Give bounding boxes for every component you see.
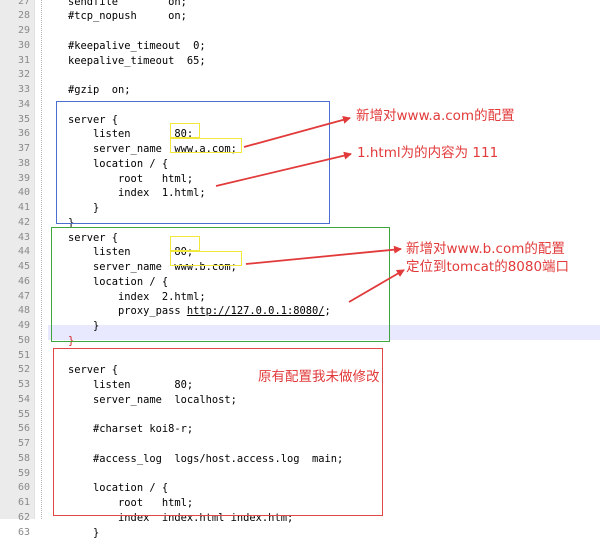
annotation-arrows [0,0,600,519]
line-number: 63 [0,526,30,540]
arrow-to-proxy-pass [349,270,404,302]
arrow-to-server-name-a [244,118,350,147]
arrow-to-index-1html [216,154,351,186]
arrow-to-server-name-b [246,249,401,264]
code-line[interactable]: } [68,526,99,540]
